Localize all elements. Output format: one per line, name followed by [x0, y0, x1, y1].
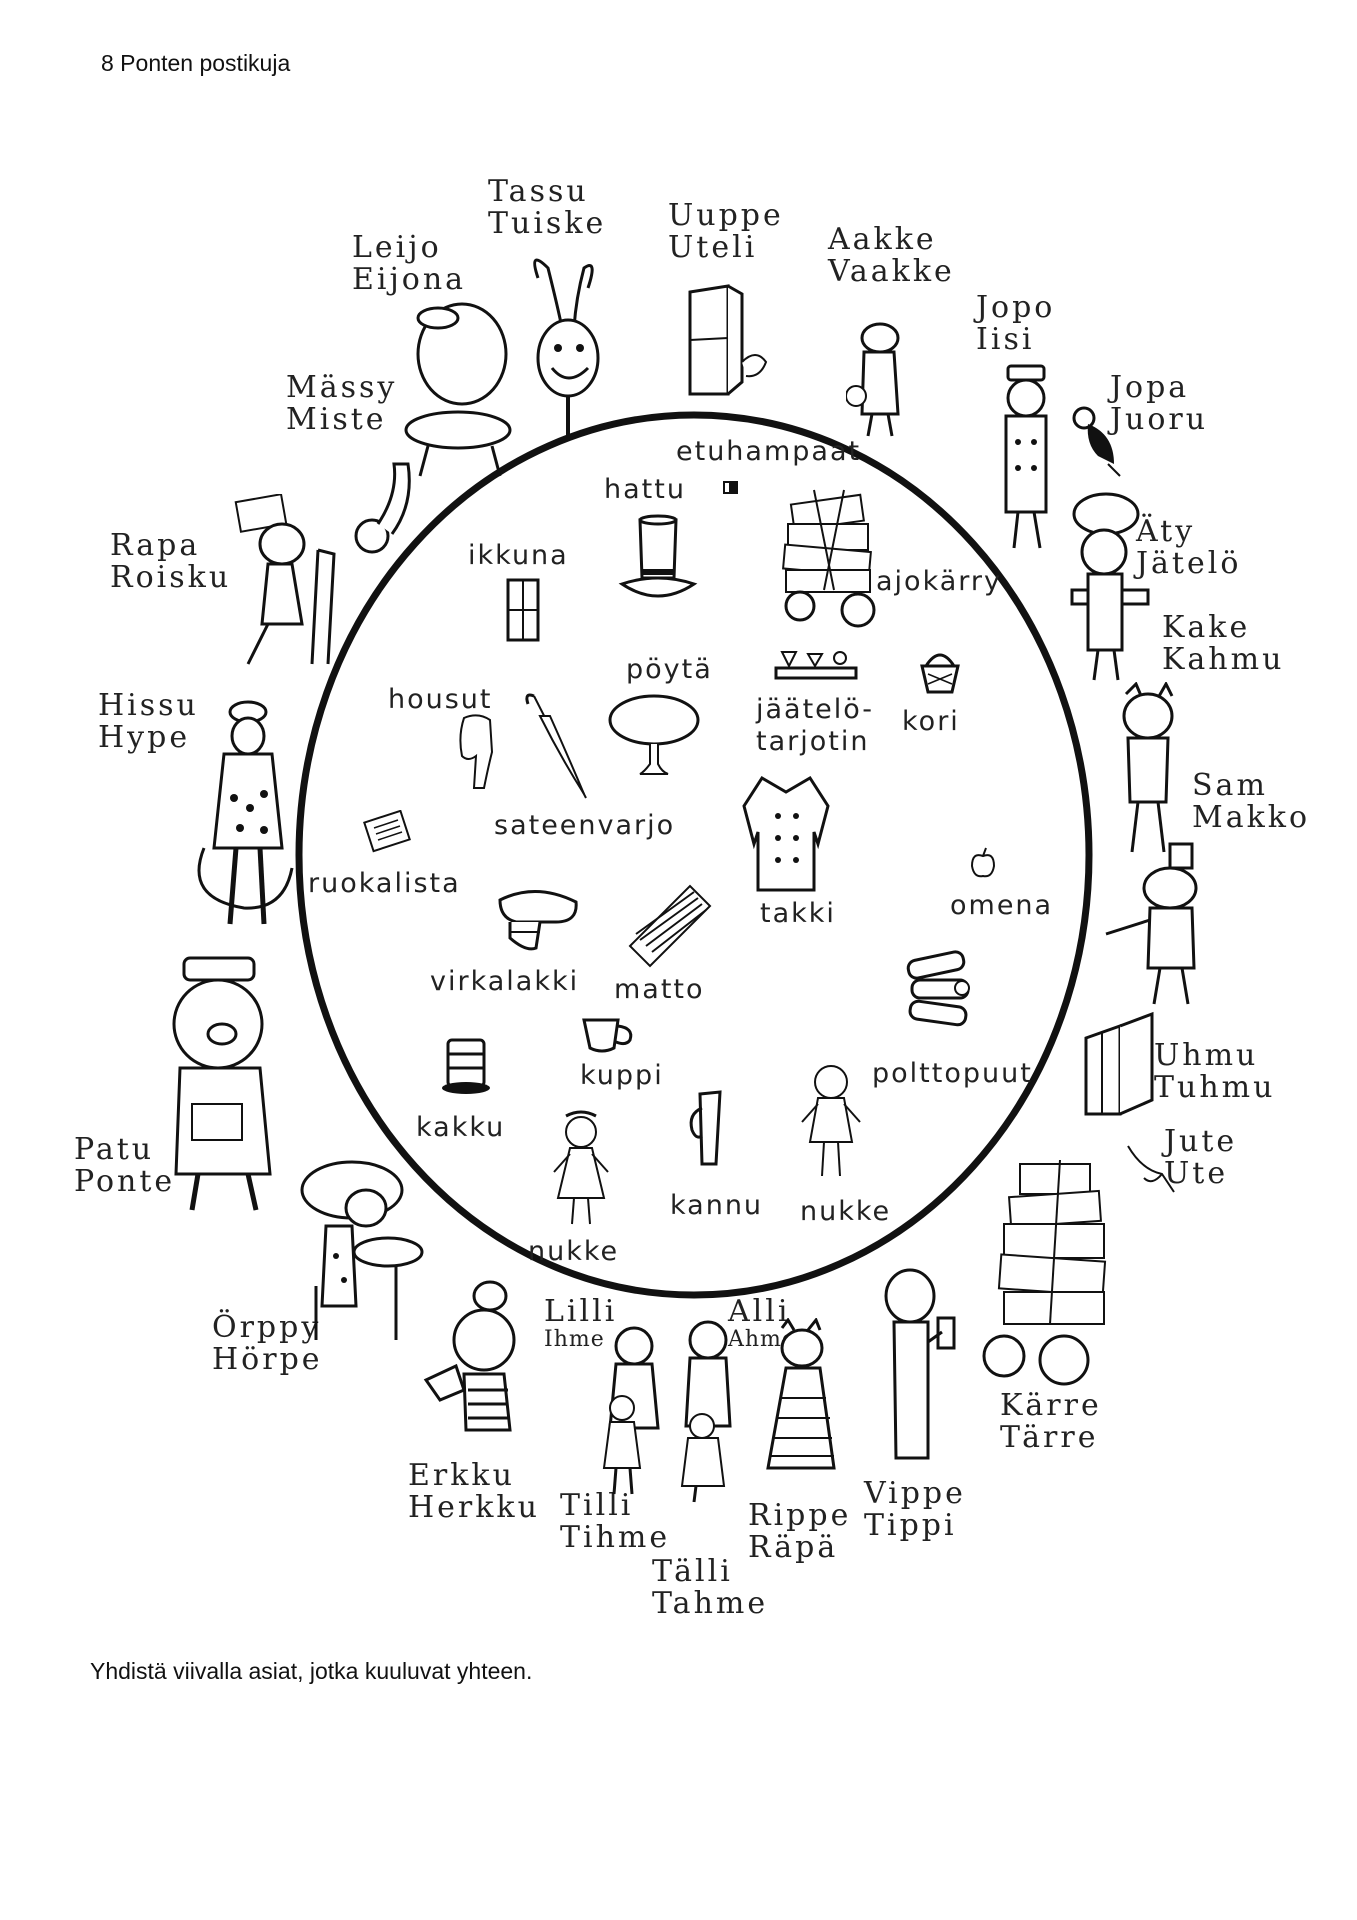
umbrella-drawing [525, 693, 587, 799]
orppy-character-drawing [300, 1160, 424, 1340]
kake-character-drawing [1122, 682, 1174, 853]
trousers-drawing [459, 714, 494, 789]
jute-bird-drawing [1127, 1145, 1175, 1193]
apple-drawing [970, 847, 996, 878]
item-label-ajokarry: ajokärry [876, 566, 1002, 597]
page-header: 8 Ponten postikuja [101, 50, 291, 76]
frog-character-drawing [1105, 842, 1198, 1005]
item-label-kori: kori [902, 706, 960, 737]
basket-drawing [920, 653, 960, 694]
item-label-etuhampaat: etuhampaat [676, 436, 862, 467]
item-label-takki: takki [760, 898, 836, 929]
bird-character-drawing [1072, 406, 1121, 477]
uhmu-door-drawing [1084, 1011, 1154, 1116]
item-label-kakku: kakku [416, 1112, 506, 1143]
aty-character-drawing [1070, 492, 1150, 681]
karre-cart-drawing [982, 1159, 1107, 1386]
massy-character-drawing [354, 462, 411, 554]
item-label-housut: housut [388, 684, 493, 715]
item-label-matto: matto [614, 974, 705, 1005]
vippe-bear-drawing [884, 1268, 956, 1460]
item-label-sateenvarjo: sateenvarjo [494, 810, 676, 841]
window-drawing [506, 578, 540, 642]
alli-talli-drawing [680, 1320, 732, 1503]
item-label-nukke-left: nukke [528, 1236, 620, 1267]
item-label-kuppi: kuppi [580, 1060, 664, 1091]
cart-drawing [782, 489, 876, 628]
rippe-cat-drawing [766, 1318, 836, 1470]
coat-drawing [742, 775, 830, 892]
hissu-character-drawing [197, 700, 294, 925]
cup-drawing [582, 1018, 633, 1053]
item-label-ruokalista: ruokalista [308, 868, 461, 899]
lion-character-drawing [404, 302, 512, 477]
ice-cream-tray-drawing [774, 651, 858, 680]
rug-drawing [628, 884, 712, 968]
item-label-kannu: kannu [670, 1190, 764, 1221]
doll-drawing-right [801, 1065, 861, 1177]
instruction-text: Yhdistä viivalla asiat, jotka kuuluvat y… [90, 1658, 533, 1684]
cake-drawing [442, 1038, 490, 1094]
service-cap-drawing [498, 890, 578, 951]
item-label-hattu: hattu [604, 474, 686, 505]
door-character-drawing [688, 284, 768, 396]
lilli-tilli-drawing [602, 1326, 660, 1495]
item-label-nukke-right: nukke [800, 1196, 892, 1227]
item-label-poyta: pöytä [626, 654, 713, 685]
menu-drawing [363, 810, 411, 853]
pitcher-drawing [689, 1090, 722, 1166]
firewood-drawing [906, 950, 970, 1027]
item-label-virkalakki: virkalakki [430, 966, 580, 997]
doll-drawing-left [553, 1110, 609, 1225]
item-label-ikkuna: ikkuna [468, 540, 569, 571]
pig-character-drawing [172, 956, 272, 1211]
item-label-omena: omena [950, 890, 1054, 921]
item-label-jaatelotarjotin: jäätelö-tarjotin [756, 694, 875, 758]
duck-character-drawing [846, 322, 900, 437]
teeth-drawing [723, 481, 738, 494]
erkku-dog-drawing [423, 1280, 516, 1432]
police-character-drawing [1004, 364, 1048, 549]
item-label-polttopuut: polttopuut [872, 1058, 1033, 1089]
top-hat-drawing [618, 514, 698, 598]
rabbit-character-drawing [533, 258, 600, 438]
rapa-character-drawing [234, 494, 336, 665]
table-drawing [608, 694, 700, 775]
